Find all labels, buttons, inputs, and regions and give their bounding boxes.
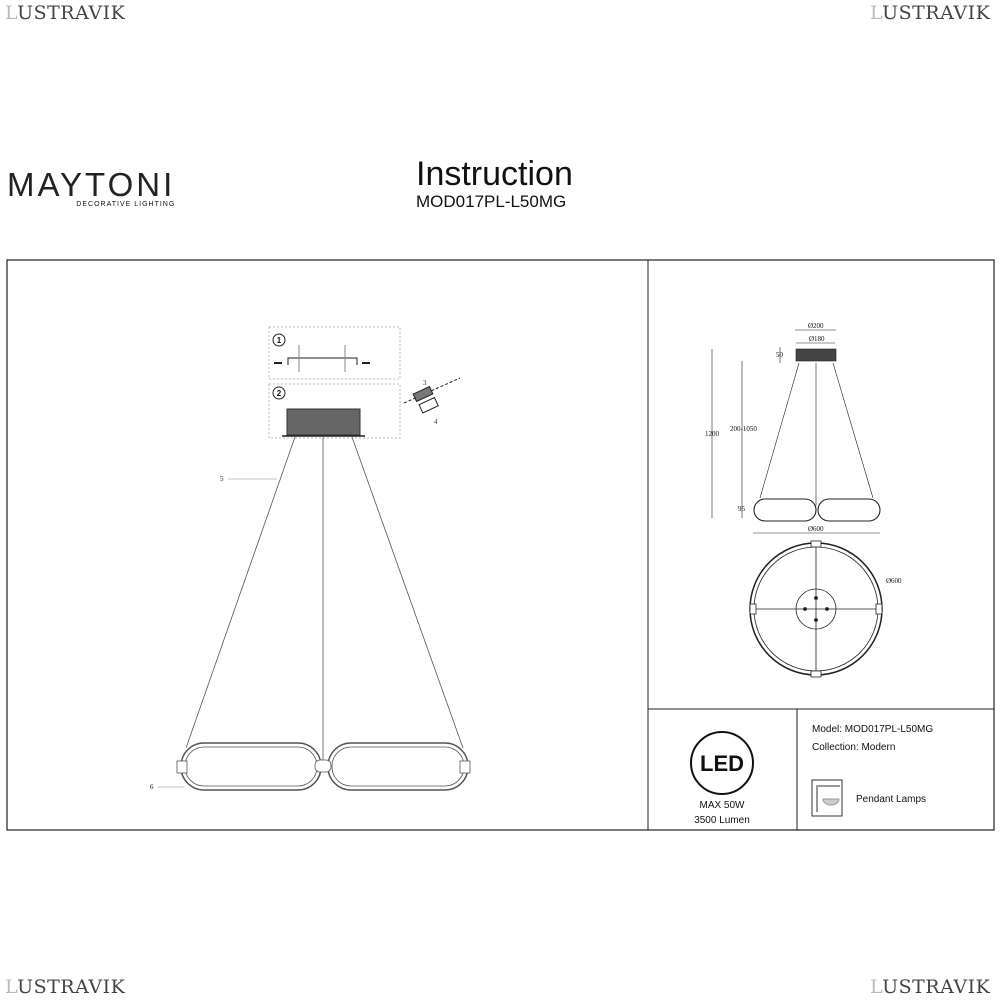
step-1-box — [268, 326, 401, 439]
lumen: 3500 Lumen — [694, 815, 750, 826]
dim-total-height: 1200 — [705, 430, 720, 438]
dim-canopy-height: 50 — [776, 351, 784, 359]
connector-parts-icon — [403, 377, 461, 414]
max-power: MAX 50W — [699, 800, 745, 811]
page-title: Instruction — [416, 155, 573, 193]
dim-ring-diameter: Ø600 — [808, 525, 824, 533]
part-3-label: 3 — [423, 379, 427, 387]
model-number: MOD017PL-L50MG — [416, 192, 567, 211]
dim-ring-height: 95 — [738, 505, 746, 513]
maytoni-logo: MAYTONI DECORATIVE LIGHTING — [7, 166, 176, 208]
led-icon — [690, 731, 754, 795]
callout-6: 6 — [150, 783, 154, 791]
frame — [6, 259, 995, 831]
header: Instruction MOD017PL-L50MG — [416, 155, 573, 212]
dim-cable-length: 200-1050 — [730, 425, 757, 433]
dim-top-view-diameter: Ø600 — [886, 577, 902, 585]
callout-5: 5 — [220, 475, 224, 483]
step-1-icon — [272, 333, 286, 347]
watermark-bottom-right: LUSTRAVIK — [870, 976, 991, 998]
watermark-bottom-left: LUSTRAVIK — [5, 976, 126, 998]
pendant-lamp-icon — [811, 779, 843, 817]
spec-category: Pendant Lamps — [856, 794, 926, 805]
canopy — [286, 408, 361, 436]
pendant-lamp-drawing — [176, 436, 471, 791]
watermark-top-left: LUSTRAVIK — [5, 2, 126, 24]
spec-collection: Collection: Modern — [812, 742, 895, 753]
top-view-drawing — [749, 540, 883, 678]
dim-inner-diameter: Ø180 — [809, 335, 825, 343]
spec-model: Model: MOD017PL-L50MG — [812, 724, 933, 735]
part-4-label: 4 — [434, 418, 438, 426]
step-2-icon — [272, 386, 286, 400]
step-1-label: 1 — [277, 336, 282, 345]
watermark-top-right: LUSTRAVIK — [870, 2, 991, 24]
step-2-label: 2 — [277, 389, 282, 398]
led-label: LED — [700, 751, 744, 776]
mounting-bracket-icon — [274, 345, 370, 372]
dim-outer-diameter: Ø200 — [808, 322, 824, 330]
side-view-drawing — [711, 329, 881, 534]
